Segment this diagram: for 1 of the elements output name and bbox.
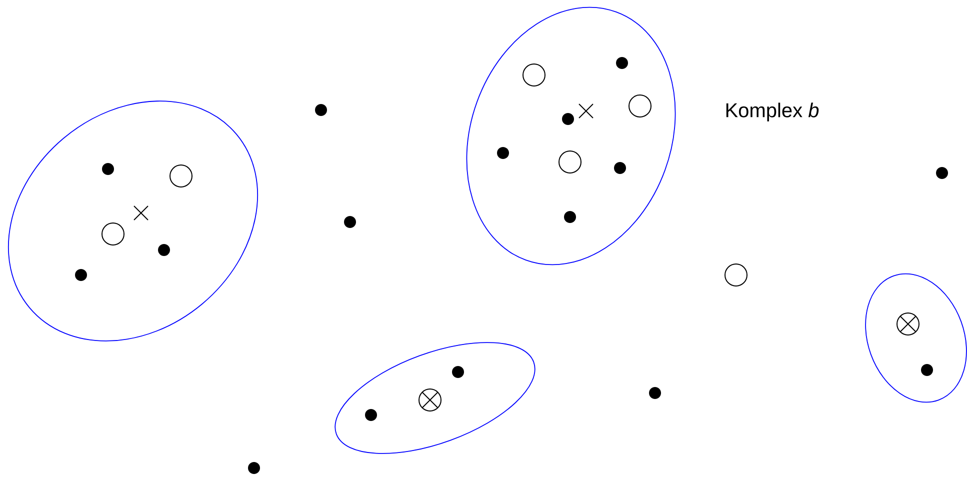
complex-label: Komplex b [726, 102, 819, 122]
